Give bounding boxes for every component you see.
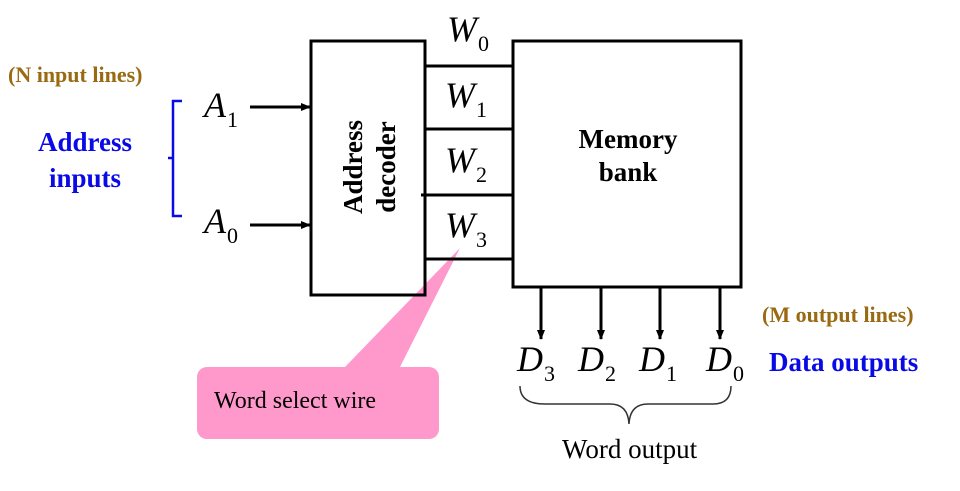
memory-label-line1: Memory <box>578 124 678 154</box>
address-decoder-label: Address decoder <box>337 87 403 247</box>
word-line-label-w3: W3 <box>445 205 487 252</box>
word-output-brace <box>519 385 732 425</box>
callout-box <box>197 367 439 439</box>
address-inputs-bracket <box>168 99 182 218</box>
n-input-lines-label: (N input lines) <box>8 62 143 87</box>
address-inputs-label: Address inputs <box>20 124 150 196</box>
memory-bank-box <box>511 39 743 289</box>
decoder-label-line2: decoder <box>371 121 401 213</box>
address-decoder-box <box>309 39 427 297</box>
address-inputs-line2: inputs <box>48 163 122 193</box>
callout-text: Word select wire <box>214 388 376 414</box>
output-symbol-d3: D3 <box>517 339 555 386</box>
output-symbol-d0: D0 <box>706 339 744 386</box>
memory-label-line2: bank <box>598 157 658 187</box>
decoder-label-line1: Address <box>338 119 368 215</box>
word-line-label-w2: W2 <box>445 140 487 187</box>
input-symbol-a0: A0 <box>204 201 238 248</box>
memory-bank-label: Memory bank <box>553 123 703 189</box>
input-symbol-a1: A1 <box>204 85 238 132</box>
word-output-label: Word output <box>562 434 698 464</box>
word-line-label-w1: W1 <box>445 75 487 122</box>
data-outputs-label: Data outputs <box>769 347 919 377</box>
word-line-label-w0: W0 <box>447 9 489 56</box>
address-inputs-line1: Address <box>37 127 133 157</box>
output-symbol-d1: D1 <box>639 339 677 386</box>
callout-pointer <box>345 248 460 367</box>
m-output-lines-label: (M output lines) <box>762 302 914 327</box>
output-symbol-d2: D2 <box>578 339 616 386</box>
